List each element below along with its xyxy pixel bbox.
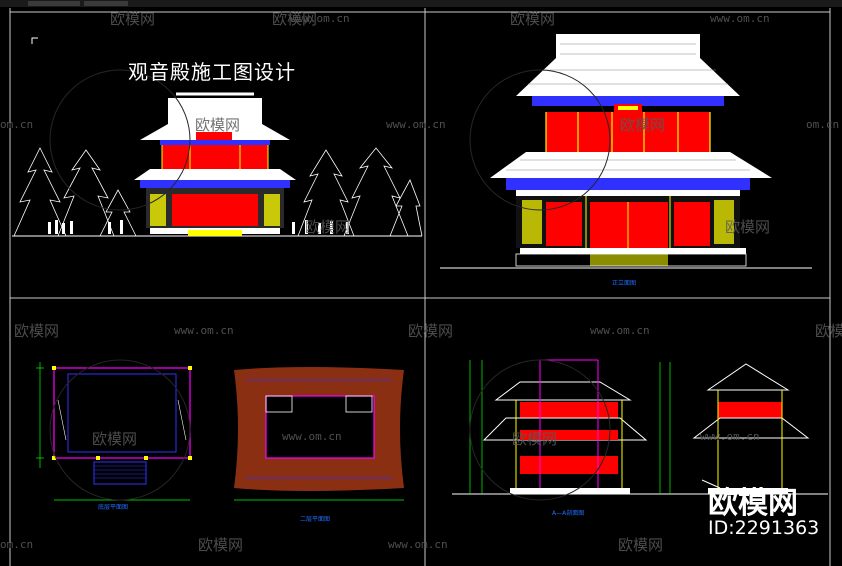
watermark-site: www.om.cn — [590, 324, 650, 337]
watermark-brand: 欧模网 — [408, 322, 454, 340]
ground-floor-plan — [36, 362, 192, 501]
front-elevation — [440, 34, 812, 269]
caption-section-a: A—A剖面图 — [552, 510, 585, 517]
caption-ground-plan: 底层平面图 — [98, 504, 129, 511]
trees-left — [13, 147, 137, 237]
watermark-brand: 欧模网 — [110, 10, 156, 28]
watermark-brand: 欧模网 — [510, 10, 556, 28]
section-a-a — [452, 359, 828, 495]
people-figures — [48, 220, 349, 234]
watermark-brand: 欧模网 — [512, 430, 558, 448]
watermark-brand: 欧模网 — [305, 218, 351, 236]
perspective-elevation — [12, 92, 423, 237]
watermark-brand: 欧模网 — [618, 536, 664, 554]
trees-right — [297, 147, 423, 237]
drawing-title: 观音殿施工图设计 — [128, 60, 296, 84]
watermark-brand: 欧模网 — [195, 116, 241, 134]
caption-second-plan: 二层平面图 — [300, 516, 331, 523]
caption-front-elevation: 正立面图 — [612, 280, 637, 287]
watermark-brand: 欧模网 — [272, 10, 318, 28]
watermark-site-short: om.cn — [0, 118, 34, 131]
watermark-site-short: om.cn — [806, 118, 840, 131]
watermark-site: www.om.cn — [700, 430, 760, 443]
watermark-site-short: om.cn — [0, 538, 34, 551]
brand-id: ID:2291363 — [708, 517, 820, 539]
toolbar-strip — [0, 0, 842, 7]
watermark-brand: 欧模网 — [620, 116, 666, 134]
sheet-borders — [9, 8, 831, 566]
watermark-site: www.om.cn — [174, 324, 234, 337]
brand-logo-text: 欧模网 — [708, 486, 798, 521]
watermark-brand: 欧模网 — [14, 322, 60, 340]
watermark-site: www.om.cn — [388, 538, 448, 551]
watermark-site: www.om.cn — [386, 118, 446, 131]
watermark-site: www.om.cn — [710, 12, 770, 25]
corner-mark — [31, 37, 38, 44]
watermark-circles — [49, 69, 611, 501]
watermark-site: www.om.cn — [282, 430, 342, 443]
section-b-b — [692, 363, 810, 494]
watermark-site: www.om.cn — [290, 12, 350, 25]
watermark-brand: 欧模网 — [198, 536, 244, 554]
watermark-brand: 欧模网 — [725, 218, 771, 236]
watermark-brand: 欧模网 — [92, 430, 138, 448]
second-floor-plan — [234, 367, 404, 501]
watermark-brand: 欧模网 — [815, 322, 842, 340]
